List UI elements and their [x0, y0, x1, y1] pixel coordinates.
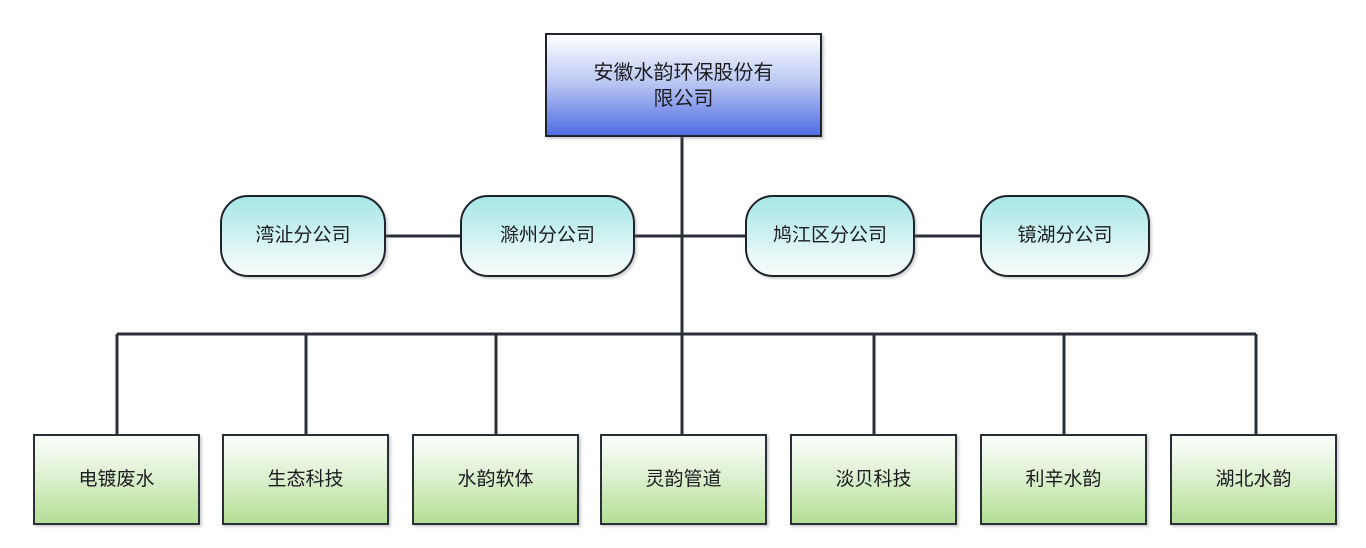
node-subsidiary-lixinshuiyun[interactable]: 利辛水韵: [980, 434, 1147, 525]
node-branch-jinghu[interactable]: 镜湖分公司: [980, 195, 1150, 277]
node-branch-chuzhou[interactable]: 滁州分公司: [460, 195, 635, 277]
node-subsidiary-hubeishuiyun[interactable]: 湖北水韵: [1170, 434, 1337, 525]
node-subsidiary-shuiyunruanti[interactable]: 水韵软体: [412, 434, 579, 525]
node-subsidiary-shengtaikeji[interactable]: 生态科技: [222, 434, 389, 525]
node-branch-jiujiangqu[interactable]: 鸠江区分公司: [745, 195, 915, 277]
node-subsidiary-danbeikeji[interactable]: 淡贝科技: [790, 434, 957, 525]
node-branch-wanzhi[interactable]: 湾沚分公司: [220, 195, 386, 277]
node-subsidiary-dianduofeishui[interactable]: 电镀废水: [33, 434, 200, 525]
node-subsidiary-lingyunguandao[interactable]: 灵韵管道: [600, 434, 767, 525]
node-root-company[interactable]: 安徽水韵环保股份有 限公司: [545, 33, 822, 137]
